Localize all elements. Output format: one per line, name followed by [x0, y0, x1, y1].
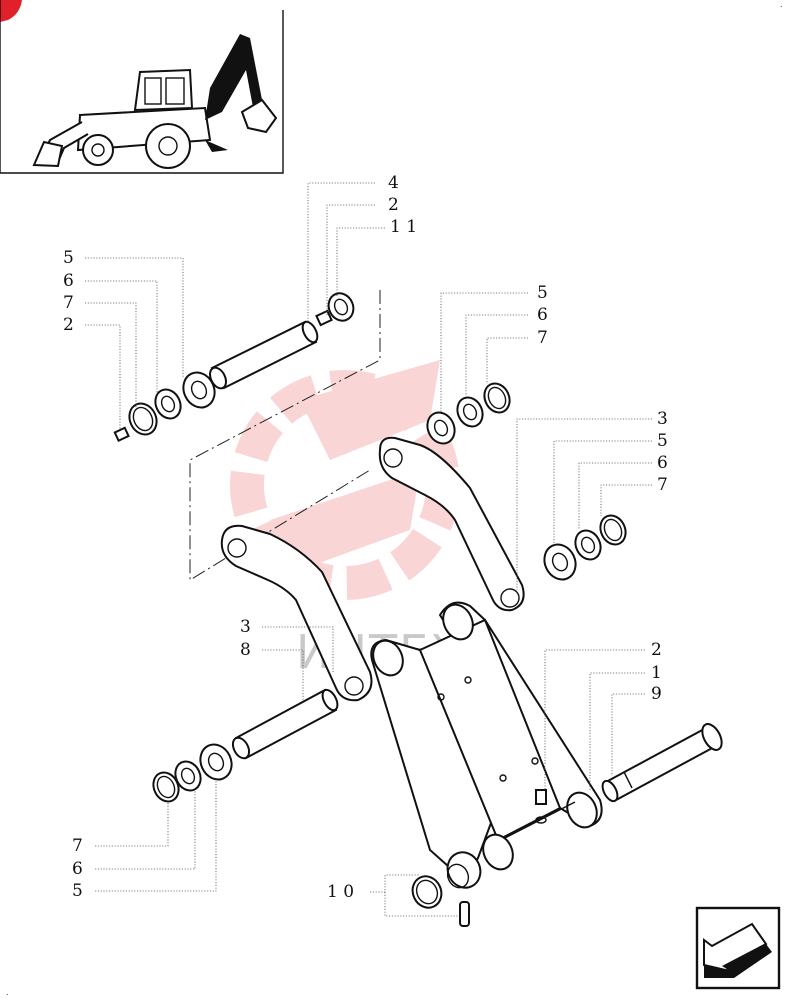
- callout-5: 5: [657, 431, 668, 451]
- callout-5: 5: [72, 881, 83, 901]
- part-grease-nipple-2c: [535, 789, 547, 824]
- machine-thumbnail: [0, 0, 284, 174]
- part-pin-8: [231, 688, 339, 760]
- callout-3: 3: [240, 617, 251, 637]
- callout-2: 2: [651, 640, 662, 660]
- callout-6: 6: [657, 453, 668, 473]
- callout-10: 1 0: [327, 882, 354, 902]
- callout-7: 7: [537, 328, 548, 348]
- leader-lines: [85, 182, 652, 917]
- callout-2: 2: [63, 315, 74, 335]
- part-spacer-5c: [543, 543, 577, 581]
- part-washer-6a: [154, 388, 182, 420]
- part-seal-11: [327, 292, 355, 322]
- callout-5: 5: [537, 283, 548, 303]
- callout-7: 7: [72, 836, 83, 856]
- part-roll-pin-10: [459, 901, 470, 927]
- callout-9: 9: [651, 684, 662, 704]
- callout-7: 7: [63, 293, 74, 313]
- part-pin-1: [601, 723, 723, 803]
- part-circlip-7d: [152, 771, 180, 803]
- callout-4: 4: [388, 173, 399, 193]
- corner-dot: .: [6, 988, 9, 997]
- part-grease-nipple-2b: [113, 426, 130, 442]
- part-main-bracket: [370, 601, 603, 871]
- part-spacer-5d: [199, 743, 233, 781]
- callout-8: 8: [240, 640, 251, 660]
- callout-1: 1: [651, 663, 662, 683]
- part-circlip-7c: [599, 514, 627, 546]
- callout-6: 6: [63, 271, 74, 291]
- part-circlip-7a: [128, 402, 158, 436]
- corner-badge: [0, 0, 22, 22]
- part-spacer-5a: [182, 371, 216, 409]
- part-grease-nipple-2: [315, 309, 333, 327]
- part-washer-6c: [574, 529, 602, 561]
- callout-7: 7: [657, 475, 668, 495]
- callout-5: 5: [63, 248, 74, 268]
- callout-6: 6: [537, 305, 548, 325]
- part-circlip-7b: [483, 382, 511, 414]
- callout-3: 3: [657, 409, 668, 429]
- corner-dot: .: [780, 0, 783, 9]
- callout-11: 1 1: [390, 217, 417, 237]
- part-link-3a: [378, 436, 525, 612]
- callout-labels: 4 2 1 1 5 6 7 2 5 6 7 3 5 6 7 3 8 2 1 9 …: [63, 173, 668, 902]
- callout-6: 6: [72, 859, 83, 879]
- part-spacer-5b: [426, 411, 456, 445]
- part-bushing-10: [446, 851, 482, 889]
- part-circlip-10: [411, 875, 443, 909]
- callout-2: 2: [388, 195, 399, 215]
- next-page-arrow-icon[interactable]: [695, 906, 781, 990]
- part-washer-6b: [456, 396, 484, 428]
- part-link-3b: [220, 524, 373, 702]
